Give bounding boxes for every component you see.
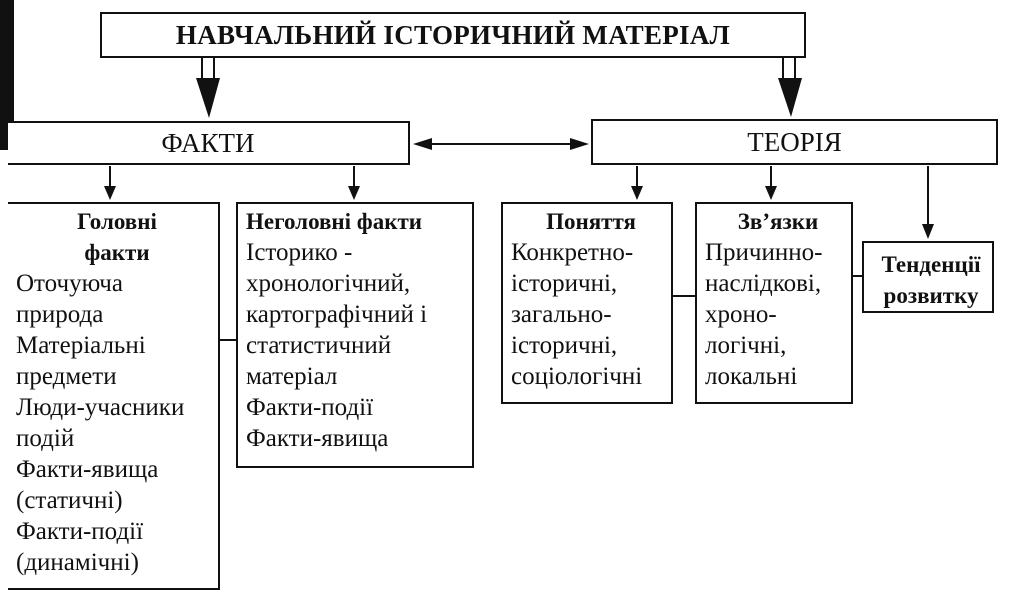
minor-facts-item: хронологічний,: [246, 270, 411, 297]
minor-facts-item: статистичний: [246, 332, 392, 359]
minor-facts-heading: Неголовні факти: [246, 209, 423, 234]
minor-facts-item: Факти-явища: [246, 425, 389, 452]
minor-facts-item: картографічний і: [246, 301, 428, 328]
diagram-title: НАВЧАЛЬНИЙ ІСТОРИЧНИЙ МАТЕРІАЛ: [175, 19, 731, 50]
main-facts-item: Матеріальні: [16, 332, 146, 359]
concepts-item: Конкретно-: [511, 239, 634, 266]
arrow-title-to-theory: [778, 58, 802, 117]
minor-facts-item: Історико -: [246, 239, 353, 266]
theory-label: ТЕОРІЯ: [747, 126, 842, 157]
arrow-theory-to-trends: [922, 166, 934, 239]
concepts-item: загально-: [511, 301, 612, 328]
main-facts-item: предмети: [16, 363, 117, 390]
concepts-item: соціологічні: [511, 363, 643, 390]
main-facts-item: Люди-учасники: [16, 394, 185, 421]
theory-box: ТЕОРІЯ: [591, 119, 998, 165]
main-facts-item: природа: [16, 301, 104, 328]
links-item: локальні: [705, 363, 798, 390]
arrow-theory-to-concepts: [631, 166, 643, 200]
main-facts-box: Головні факти Оточуюча природа Матеріаль…: [8, 202, 220, 590]
links-box: Зв’язки Причинно- наслідкові, хроно- лог…: [695, 202, 853, 404]
minor-facts-item: матеріал: [246, 363, 338, 390]
arrow-facts-theory: [413, 138, 589, 150]
minor-facts-box: Неголовні факти Історико - хронологічний…: [236, 202, 474, 468]
concepts-heading: Поняття: [546, 209, 636, 234]
links-item: хроно-: [705, 301, 777, 328]
main-facts-item: Оточуюча: [16, 270, 123, 297]
main-facts-heading-2: факти: [84, 240, 150, 265]
links-item: наслідкові,: [705, 270, 822, 297]
title-box: НАВЧАЛЬНИЙ ІСТОРИЧНИЙ МАТЕРІАЛ: [100, 12, 806, 58]
facts-label: ФАКТИ: [161, 127, 255, 158]
arrow-facts-to-minor: [348, 166, 360, 200]
links-heading: Зв’язки: [737, 209, 819, 234]
main-facts-heading-1: Головні: [77, 209, 157, 234]
trends-label-1: Тенденції: [881, 252, 981, 277]
minor-facts-item: Факти-події: [246, 394, 374, 421]
arrow-facts-to-main: [104, 166, 116, 200]
trends-box: Тенденції розвитку: [862, 241, 994, 313]
concepts-box: Поняття Конкретно- історичні, загально- …: [501, 202, 673, 404]
links-item: логічні,: [705, 332, 787, 359]
arrow-theory-to-links: [765, 166, 777, 200]
concepts-item: історичні,: [511, 332, 618, 359]
trends-label-2: розвитку: [883, 283, 979, 308]
links-item: Причинно-: [705, 239, 823, 266]
facts-box: ФАКТИ: [8, 121, 410, 165]
main-facts-item: (статичні): [16, 487, 123, 514]
main-facts-item: Факти-події: [16, 518, 144, 545]
left-edge-bar: [0, 0, 14, 150]
main-facts-item: Факти-явища: [16, 456, 159, 483]
main-facts-item: (динамічні): [16, 549, 139, 576]
main-facts-item: подій: [16, 425, 75, 452]
arrow-title-to-facts: [196, 58, 220, 118]
concepts-item: історичні,: [511, 270, 618, 297]
